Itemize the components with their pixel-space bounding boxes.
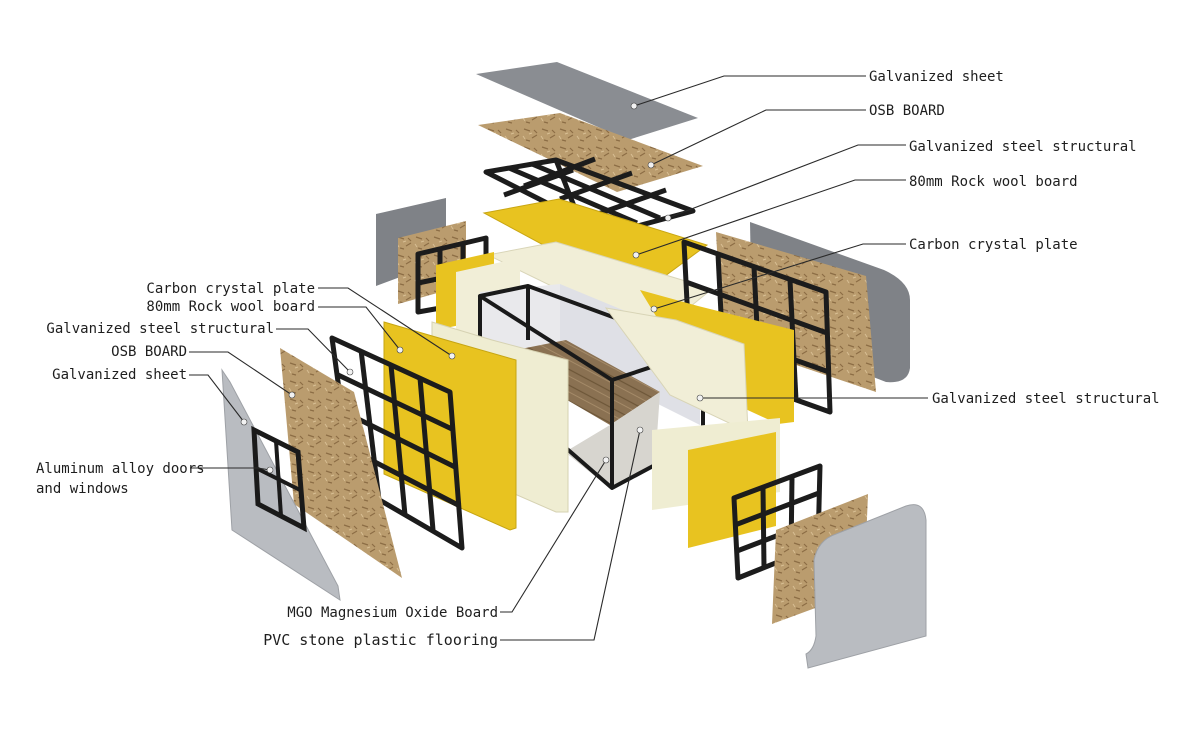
top-steel-grid bbox=[483, 156, 696, 237]
label-right-carbon-crystal-plate: Carbon crystal plate bbox=[909, 237, 1078, 253]
label-left-osb-board: OSB BOARD bbox=[111, 344, 187, 360]
label-doors-windows-line1: Aluminum alloy doors bbox=[36, 461, 205, 477]
callout-labels: Galvanized sheet OSB BOARD Galvanized st… bbox=[36, 69, 1160, 649]
label-top-galvanized-sheet: Galvanized sheet bbox=[869, 69, 1004, 85]
right-carbon-crystal-plate bbox=[604, 307, 749, 433]
window-frame bbox=[251, 425, 307, 533]
leader-dots bbox=[240, 102, 704, 474]
front-right-stack bbox=[652, 418, 927, 669]
right-back-stack bbox=[604, 222, 910, 433]
label-right-galvanized-steel-structural: Galvanized steel structural bbox=[932, 391, 1160, 407]
front-osb-board bbox=[280, 348, 402, 578]
core-right-wall bbox=[560, 284, 700, 425]
label-top-rock-wool-board: 80mm Rock wool board bbox=[909, 174, 1078, 190]
end-galvanized-sheet bbox=[805, 504, 927, 669]
top-galvanized-sheet bbox=[476, 62, 698, 140]
label-left-carbon-crystal-plate: Carbon crystal plate bbox=[146, 281, 315, 297]
front-left-stack bbox=[221, 321, 569, 602]
label-doors-windows-line2: and windows bbox=[36, 481, 129, 497]
label-left-galvanized-sheet: Galvanized sheet bbox=[52, 367, 187, 383]
label-top-osb-board: OSB BOARD bbox=[869, 103, 945, 119]
label-pvc-flooring: PVC stone plastic flooring bbox=[263, 631, 498, 649]
top-osb-board bbox=[478, 113, 703, 192]
label-left-rock-wool-board: 80mm Rock wool board bbox=[146, 299, 315, 315]
label-left-galvanized-steel-structural: Galvanized steel structural bbox=[46, 321, 274, 337]
label-top-galvanized-steel-structural: Galvanized steel structural bbox=[909, 139, 1137, 155]
label-mgo-board: MGO Magnesium Oxide Board bbox=[287, 605, 498, 621]
leader-lines bbox=[189, 75, 928, 641]
